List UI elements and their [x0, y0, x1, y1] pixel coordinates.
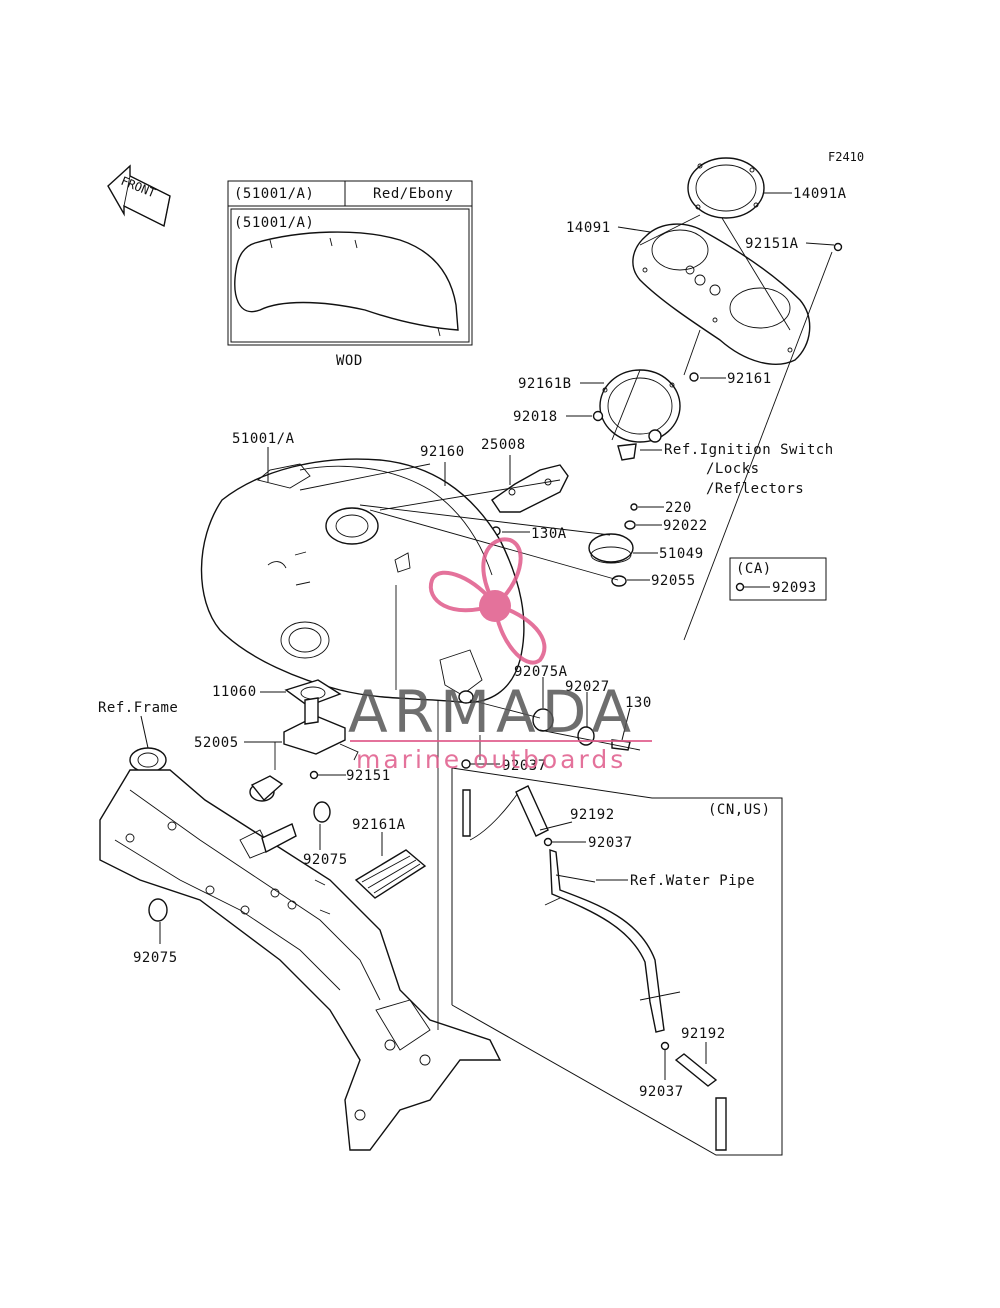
label-92192-a: 92192: [570, 807, 615, 823]
meter-cover-gasket: [687, 157, 765, 219]
label-ref-ignition: Ref.Ignition Switch: [664, 442, 834, 458]
propeller-logo-icon: [428, 537, 547, 665]
label-92055: 92055: [651, 573, 696, 589]
fuel-tank: [200, 458, 525, 704]
ignition-switch-ref: [617, 443, 637, 461]
label-92075-a: 92075: [303, 852, 348, 868]
diagram-code: F2410: [828, 150, 864, 164]
damper-92075-lower: [148, 898, 168, 922]
label-92075-b: 92075: [133, 950, 178, 966]
bolt-92151A: [833, 242, 843, 252]
label-92037-a: 92037: [502, 758, 547, 774]
inset-header-color: Red/Ebony: [373, 186, 453, 202]
watermark-brand: ARMADA: [348, 678, 637, 746]
label-25008: 25008: [481, 437, 526, 453]
collar-92075A: [458, 690, 474, 704]
label-220: 220: [665, 500, 692, 516]
screw-220: [630, 503, 638, 511]
ca-box: (CA) 92093: [729, 557, 827, 601]
label-ref-water-pipe: Ref.Water Pipe: [630, 873, 755, 889]
label-92075A: 92075A: [514, 664, 568, 680]
ca-label: (CA): [736, 561, 772, 577]
frame-ref: [99, 747, 502, 1151]
label-92160: 92160: [420, 444, 465, 460]
inset-caption: WOD: [336, 353, 363, 369]
gasket-11060: [284, 679, 342, 707]
grommet-92018: [592, 410, 604, 422]
cn-us-label: (CN,US): [708, 802, 771, 818]
watermark-tagline: marine outboards: [356, 745, 626, 774]
label-92151: 92151: [346, 768, 391, 784]
label-14091: 14091: [566, 220, 611, 236]
part-labels: 14091A 14091 92151A 92161 92161B 92018 R…: [98, 186, 847, 1100]
nut-92161: [689, 372, 699, 382]
frame-bracket: [261, 823, 297, 854]
label-ref-ignition-locks: /Locks: [706, 461, 760, 477]
label-130: 130: [625, 695, 652, 711]
label-92161A: 92161A: [352, 817, 406, 833]
ca-part: 92093: [772, 580, 817, 596]
label-52005: 52005: [194, 735, 239, 751]
meter-cover: [632, 223, 811, 365]
bracket-25008: [491, 464, 569, 513]
watermark: ARMADA marine outboards: [348, 537, 652, 774]
label-92037-c: 92037: [639, 1084, 684, 1100]
label-92022: 92022: [663, 518, 708, 534]
cn-us-box: (CN,US): [451, 767, 783, 1156]
label-92027: 92027: [565, 679, 610, 695]
label-51049: 51049: [659, 546, 704, 562]
label-51001A: 51001/A: [232, 431, 295, 447]
label-92151A: 92151A: [745, 236, 799, 252]
label-92037-b: 92037: [588, 835, 633, 851]
front-arrow-icon: FRONT: [107, 164, 171, 228]
label-92018: 92018: [513, 409, 558, 425]
bolt-92151: [309, 770, 319, 780]
cap-51049: [588, 533, 634, 563]
fuel-pump-52005: [249, 697, 359, 802]
label-92192-b: 92192: [681, 1026, 726, 1042]
label-92161: 92161: [727, 371, 772, 387]
damper-92075-upper: [313, 801, 331, 823]
inset-header-code: (51001/A): [234, 186, 314, 202]
meter-gasket-92161B: [599, 369, 681, 443]
label-130A: 130A: [531, 526, 567, 542]
label-14091A: 14091A: [793, 186, 847, 202]
pad-92161A: [354, 849, 427, 899]
label-11060: 11060: [212, 684, 257, 700]
o-ring-92055: [611, 575, 627, 587]
washer-92022: [624, 520, 636, 530]
label-92161B: 92161B: [518, 376, 572, 392]
color-variant-inset: (51001/A) Red/Ebony (51001/A) WOD: [227, 180, 473, 369]
inset-inner-code: (51001/A): [234, 215, 314, 231]
label-ref-frame: Ref.Frame: [98, 700, 178, 716]
label-ref-ignition-reflectors: /Reflectors: [706, 481, 804, 497]
